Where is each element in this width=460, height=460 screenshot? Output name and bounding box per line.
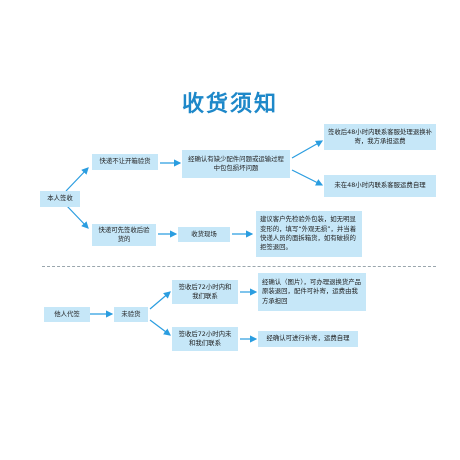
- arrow-noinspect-to-72h: [149, 291, 171, 310]
- node-self-sign: 本人签收: [40, 191, 80, 207]
- node-not-inspected: 未验货: [114, 307, 148, 322]
- node-reissue-self-pay: 经确认可进行补寄，运费自理: [258, 331, 358, 347]
- arrow-noinspect-to-no72h: [149, 319, 171, 336]
- node-can-inspect: 快递可先签收后验货的: [92, 224, 156, 246]
- node-no-open-inspect: 快递不让开箱验货: [92, 154, 158, 170]
- node-missing-parts: 经确认有缺少配件问题或运输过程中包包损坏问题: [182, 150, 290, 178]
- page-title: 收货须知: [181, 92, 278, 117]
- node-other-sign: 他人代签: [44, 307, 90, 322]
- node-suggestion: 建议客户先检验外包装，如无明显变形的，填写“外观无损”，并当着快递人员的面拆箱货…: [256, 211, 362, 257]
- arrow-self-to-noopen: [65, 167, 89, 192]
- node-not-contact-72h: 签收后72小时内未和我们联系: [172, 327, 238, 351]
- arrow-missing-to-no48h: [291, 169, 324, 186]
- node-contact-within-72h: 签收后72小时内和我们联系: [172, 280, 238, 304]
- node-confirm-photo: 经确认（图片），可办理退换货产品原装退回，配件可补寄，运费由我方承担回: [258, 273, 366, 311]
- section-divider: [42, 266, 436, 267]
- arrow-self-to-caninspect: [65, 204, 89, 229]
- node-not-contact-48h: 未在48小时内联系客服运费自理: [324, 175, 436, 197]
- node-contact-within-48h: 签收后48小时内联系客服处理退换补寄，我方承担运费: [324, 124, 436, 150]
- node-inspect-on-site: 收货现场: [178, 227, 230, 242]
- arrow-missing-to-48h: [291, 140, 324, 159]
